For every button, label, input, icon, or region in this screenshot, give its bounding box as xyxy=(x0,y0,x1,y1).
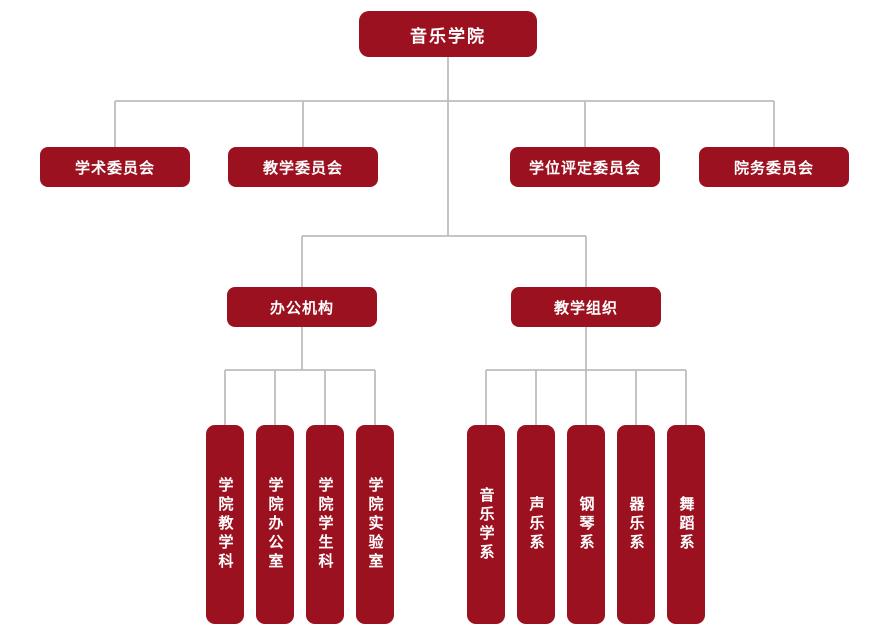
org-node-dept-vocal: 声乐系 xyxy=(517,425,555,624)
org-node-root: 音乐学院 xyxy=(359,11,537,57)
org-node-dept-student-section: 学院学生科 xyxy=(306,425,344,624)
org-node-teaching-committee: 教学委员会 xyxy=(228,147,378,187)
org-node-dept-laboratory: 学院实验室 xyxy=(356,425,394,624)
org-node-dept-piano: 钢琴系 xyxy=(567,425,605,624)
org-node-academic-committee: 学术委员会 xyxy=(40,147,190,187)
org-node-dept-instrumental: 器乐系 xyxy=(617,425,655,624)
org-node-dept-dance: 舞蹈系 xyxy=(667,425,705,624)
org-node-degree-committee: 学位评定委员会 xyxy=(510,147,660,187)
org-node-teaching-branch: 教学组织 xyxy=(511,287,661,327)
org-node-dept-office: 学院办公室 xyxy=(256,425,294,624)
org-node-affairs-committee: 院务委员会 xyxy=(699,147,849,187)
connector-path xyxy=(114,57,775,425)
org-node-office-branch: 办公机构 xyxy=(227,287,377,327)
org-node-dept-teaching-section: 学院教学科 xyxy=(206,425,244,624)
org-node-dept-musicology: 音乐学系 xyxy=(467,425,505,624)
